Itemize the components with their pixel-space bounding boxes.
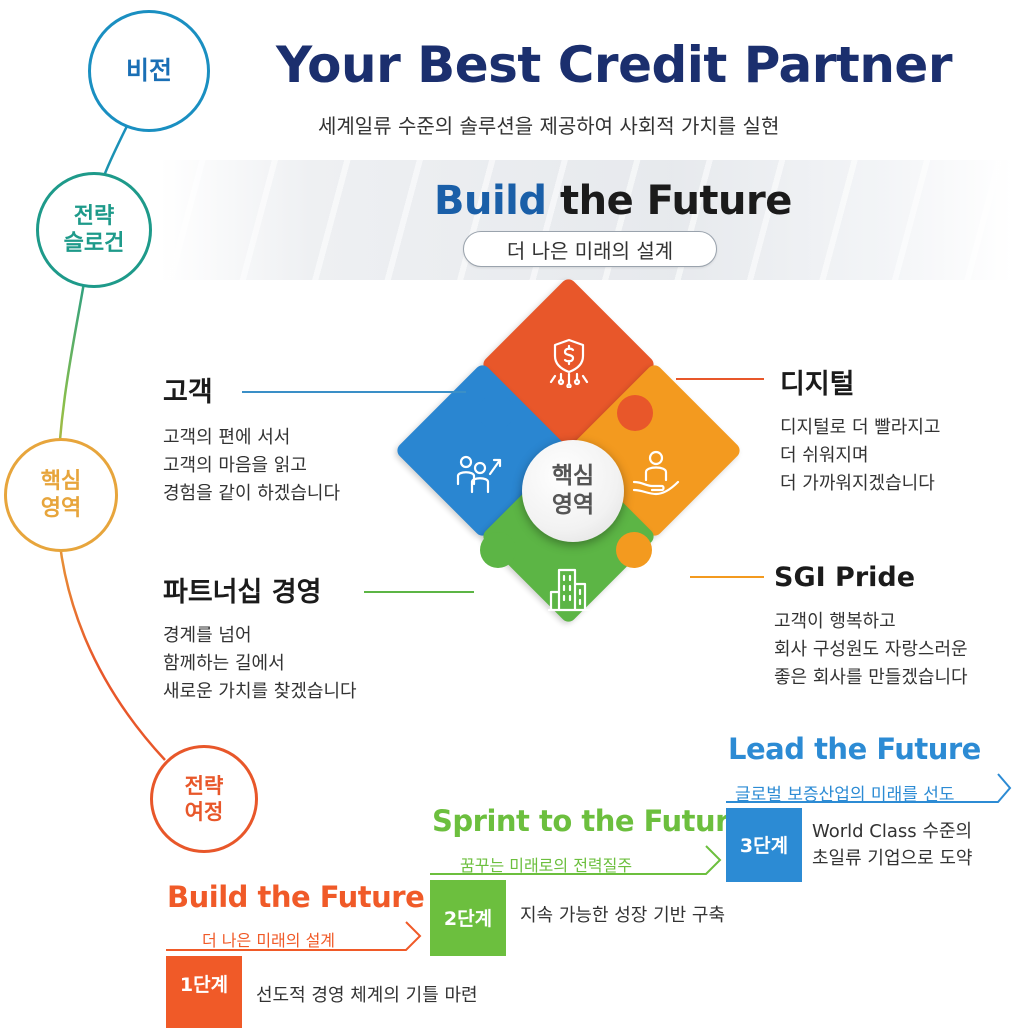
area-pride-connector xyxy=(690,576,764,578)
area-partnership-line: 경계를 넘어 xyxy=(163,625,252,646)
area-customer-line: 고객의 편에 서서 xyxy=(163,427,291,448)
core-center-label: 핵심 영역 xyxy=(551,463,595,518)
vision-title: Your Best Credit Partner xyxy=(276,36,953,94)
area-partnership-line: 새로운 가치를 찾겠습니다 xyxy=(163,681,357,702)
area-pride-line: 고객이 행복하고 xyxy=(774,611,896,632)
digital-shield-icon xyxy=(549,338,589,388)
slogan-title: Build the Future xyxy=(434,178,792,224)
core-center-circle: 핵심 영역 xyxy=(522,440,624,542)
lane-vision-circle: 비전 xyxy=(88,10,210,132)
people-growth-icon xyxy=(456,455,502,494)
area-digital-line: 디지털로 더 빨라지고 xyxy=(780,417,941,438)
step3-desc: World Class 수준의 초일류 기업으로 도약 xyxy=(812,818,972,872)
step1-desc-line: 선도적 경영 체계의 기틀 마련 xyxy=(256,985,478,1006)
step2-title: Sprint to the Future xyxy=(432,804,749,838)
step2-label: 2단계 xyxy=(443,907,493,930)
step2-desc: 지속 가능한 성장 기반 구축 xyxy=(520,902,725,929)
puzzle-knob xyxy=(616,532,652,568)
puzzle-knob xyxy=(480,532,516,568)
step3-title: Lead the Future xyxy=(728,732,981,766)
area-digital-line: 더 가까워지겠습니다 xyxy=(780,473,935,494)
slogan-title-part1: Build xyxy=(434,178,547,224)
step3-block: 3단계 xyxy=(726,808,802,882)
area-pride-line: 좋은 회사를 만들겠습니다 xyxy=(774,667,968,688)
area-digital-title: 디지털 xyxy=(780,369,855,400)
area-pride-desc: 고객이 행복하고 회사 구성원도 자랑스러운 좋은 회사를 만들겠습니다 xyxy=(774,608,968,692)
slogan-pill: 더 나은 미래의 설계 xyxy=(463,231,717,267)
area-customer-title: 고객 xyxy=(163,377,213,408)
area-partnership-connector xyxy=(364,591,474,593)
puzzle-knob xyxy=(478,394,514,430)
step2-subtitle: 꿈꾸는 미래로의 전력질주 xyxy=(460,856,633,875)
area-partnership-line: 함께하는 길에서 xyxy=(163,653,285,674)
step1-label: 1단계 xyxy=(179,973,229,996)
area-customer-desc: 고객의 편에 서서 고객의 마음을 읽고 경험을 같이 하겠습니다 xyxy=(163,424,340,508)
step3-desc-line: World Class 수준의 xyxy=(812,821,973,842)
buildings-icon xyxy=(547,568,591,612)
lane-slogan-circle: 전략 슬로건 xyxy=(36,172,152,288)
step2-ribbon xyxy=(430,845,722,875)
step3-label: 3단계 xyxy=(739,834,789,857)
step3-ribbon xyxy=(726,773,1012,803)
step2-desc-line: 지속 가능한 성장 기반 구축 xyxy=(520,905,726,926)
area-pride-line: 회사 구성원도 자랑스러운 xyxy=(774,639,968,660)
step2-block: 2단계 xyxy=(430,880,506,956)
slogan-title-part2: the Future xyxy=(559,178,792,224)
vision-subtitle: 세계일류 수준의 솔루션을 제공하여 사회적 가치를 실현 xyxy=(318,114,780,138)
lane-journey-circle: 전략 여정 xyxy=(150,745,258,853)
step3-desc-line: 초일류 기업으로 도약 xyxy=(812,848,973,869)
lane-core-circle: 핵심 영역 xyxy=(4,438,118,552)
area-digital-connector xyxy=(676,378,764,380)
area-digital-line: 더 쉬워지며 xyxy=(780,445,869,466)
person-hand-icon xyxy=(632,450,680,496)
area-partnership-desc: 경계를 넘어 함께하는 길에서 새로운 가치를 찾겠습니다 xyxy=(163,622,357,706)
step1-title: Build the Future xyxy=(167,880,425,914)
step1-ribbon xyxy=(166,921,422,951)
area-customer-connector xyxy=(242,391,466,393)
step1-desc: 선도적 경영 체계의 기틀 마련 xyxy=(256,982,478,1009)
step1-block: 1단계 xyxy=(166,956,242,1028)
area-customer-line: 경험을 같이 하겠습니다 xyxy=(163,483,341,504)
area-pride-title: SGI Pride xyxy=(774,562,916,593)
area-partnership-title: 파트너십 경영 xyxy=(163,577,322,608)
area-digital-desc: 디지털로 더 빨라지고 더 쉬워지며 더 가까워지겠습니다 xyxy=(780,414,940,498)
puzzle-knob xyxy=(617,395,653,431)
slogan-banner xyxy=(160,160,1013,280)
area-customer-line: 고객의 마음을 읽고 xyxy=(163,455,307,476)
step1-subtitle: 더 나은 미래의 설계 xyxy=(202,931,336,950)
step3-subtitle: 글로벌 보증산업의 미래를 선도 xyxy=(735,785,955,805)
